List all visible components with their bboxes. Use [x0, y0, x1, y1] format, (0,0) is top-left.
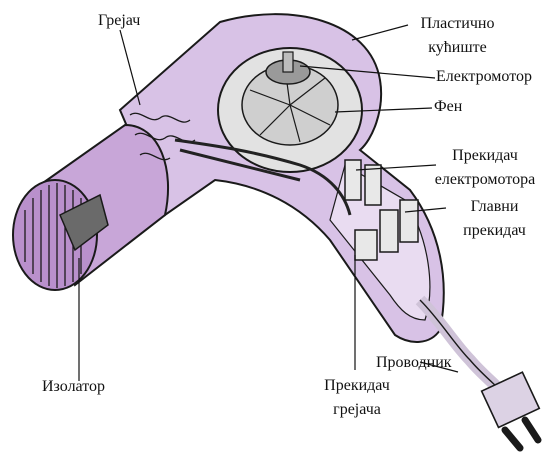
label-main-switch-1: Главни [452, 198, 537, 215]
label-motor-switch-1: Прекидач [430, 147, 540, 164]
label-heater-switch-1: Прекидач [312, 377, 402, 394]
label-main-switch-2: прекидач [452, 222, 537, 239]
heater-switch [355, 230, 377, 260]
label-insulator: Изолатор [42, 378, 105, 395]
label-plastic-case-2: кућиште [410, 39, 505, 56]
label-plastic-case-1: Пластично [410, 15, 505, 32]
motor-shaft [283, 52, 293, 72]
plug-pins [505, 420, 538, 448]
label-fan: Фен [434, 98, 462, 115]
label-conductor: Проводник [376, 354, 452, 371]
label-motor: Електромотор [436, 68, 532, 85]
label-heater: Грејач [98, 12, 140, 29]
label-heater-switch-2: грејача [312, 401, 402, 418]
label-motor-switch-2: електромотора [430, 171, 540, 188]
